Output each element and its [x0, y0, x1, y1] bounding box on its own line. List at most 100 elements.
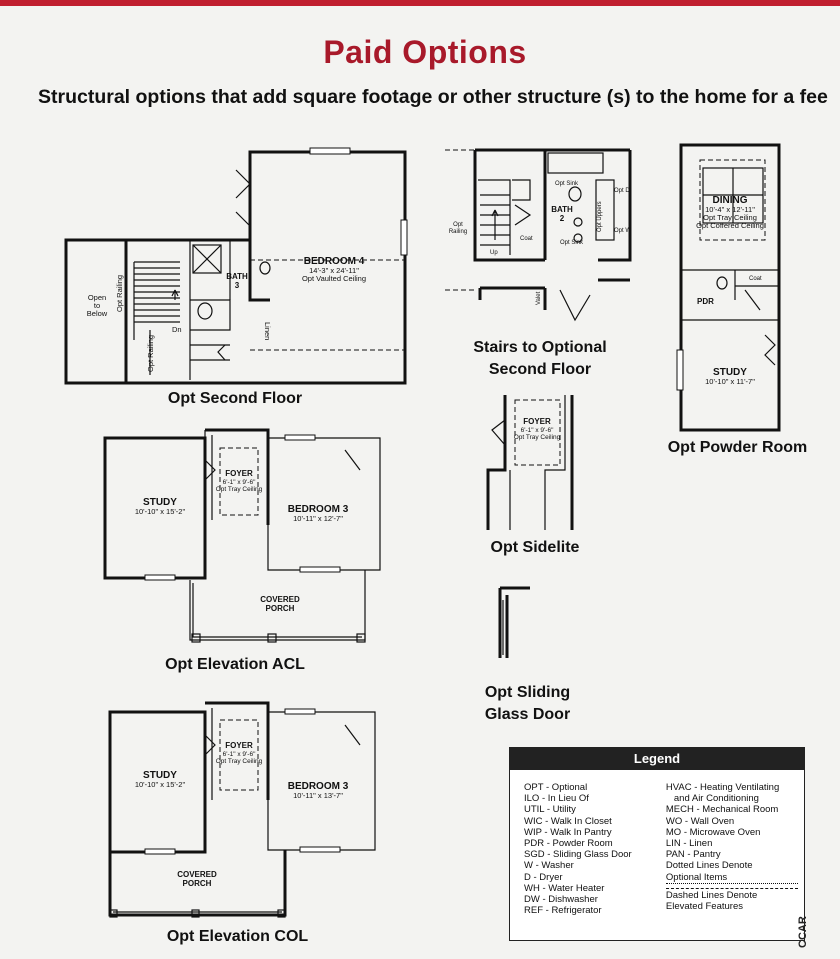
- col-study-dimensions: 10'-10" x 15'-2": [135, 780, 186, 789]
- legend-item: UTIL - Utility: [524, 804, 576, 816]
- legend-item: PDR - Powder Room: [524, 838, 613, 850]
- page-subtitle: Structural options that add square foota…: [38, 86, 828, 108]
- plan-opt-elevation-col: STUDY 10'-10" x 15'-2" FOYER 6'-1" x 9'-…: [108, 701, 376, 918]
- room-bedroom-4-note: Opt Vaulted Ceiling: [302, 274, 366, 283]
- acl-study-label: STUDY: [143, 497, 177, 508]
- legend-box: Legend OPT - Optional ILO - In Lieu Of U…: [509, 747, 805, 941]
- stairs-opt-railing-line-2: Railing: [449, 229, 467, 235]
- room-dining-dimensions: 10'-4" x 12'-11": [705, 205, 755, 214]
- col-porch-line-1: COVERED: [177, 870, 217, 879]
- linen-label: Linen: [263, 322, 272, 340]
- legend-item: WO - Wall Oven: [665, 815, 735, 827]
- col-porch-line-2: PORCH: [183, 879, 212, 888]
- legend-item: and Air Conditioning: [673, 793, 759, 805]
- stairs-valet-label: Valet: [536, 291, 542, 305]
- opt-railing-label-1: Opt Railing: [115, 275, 124, 312]
- room-bedroom-4-dimensions: 14'-3" x 24'-11": [309, 266, 359, 275]
- acl-foyer-note: Opt Tray Ceiling: [216, 486, 263, 493]
- ccar-watermark: CCAR: [797, 916, 809, 948]
- col-foyer-label: FOYER: [225, 741, 253, 750]
- legend-item: DW - Dishwasher: [524, 894, 598, 906]
- open-to-below-line-3: Below: [87, 309, 108, 318]
- caption-opt-powder-room: Opt Powder Room: [667, 439, 808, 456]
- legend-abbrev-right: HVAC - Heating Ventilating and Air Condi…: [665, 782, 798, 916]
- sidelite-foyer-note: Opt Tray Ceiling: [514, 434, 561, 441]
- col-study-label: STUDY: [143, 770, 177, 781]
- plan-opt-second-floor: BEDROOM 4 14'-3" x 24'-11" Opt Vaulted C…: [64, 147, 408, 385]
- legend-title: Legend: [510, 748, 804, 770]
- room-bath-2-label: BATH: [551, 205, 573, 214]
- plan-opt-elevation-acl: STUDY 10'-10" x 15'-2" FOYER 6'-1" x 9'-…: [103, 428, 381, 643]
- caption-opt-sidelite: Opt Sidelite: [490, 539, 580, 556]
- legend-item: MO - Microwave Oven: [665, 826, 761, 838]
- col-bedroom-3-dimensions: 10'-11" x 13'-7": [293, 791, 343, 800]
- plan-opt-sidelite: FOYER 6'-1" x 9'-6" Opt Tray Ceiling: [486, 395, 574, 530]
- acl-foyer-label: FOYER: [225, 469, 253, 478]
- legend-item: SGD - Sliding Glass Door: [524, 849, 632, 861]
- open-to-below-line-2: to: [94, 301, 100, 310]
- stairs-opt-dryer: Opt D: [614, 188, 630, 194]
- legend-item: ILO - In Lieu Of: [524, 793, 589, 805]
- stairs-opt-uppers: Opt Uppers: [597, 201, 603, 232]
- legend-item: HVAC - Heating Ventilating: [665, 782, 780, 793]
- legend-item: PAN - Pantry: [665, 849, 721, 861]
- stairs-opt-sink-2: Opt Sink: [560, 240, 584, 246]
- sidelite-foyer-label: FOYER: [523, 417, 551, 426]
- legend-item: D - Dryer: [524, 871, 563, 883]
- stairs-up-label: Up: [490, 250, 498, 256]
- room-bath-3-label: BATH: [226, 272, 248, 281]
- legend-dotted-line-1: Dotted Lines Denote: [665, 860, 753, 872]
- top-accent-bar: [0, 0, 840, 6]
- room-dining-note-2: Opt Coffered Ceiling: [696, 221, 764, 230]
- acl-foyer-dimensions: 6'-1" x 9'-6": [223, 479, 256, 486]
- col-foyer-note: Opt Tray Ceiling: [216, 758, 263, 765]
- plan-opt-powder-room: DINING 10'-4" x 12'-11" Opt Tray Ceiling…: [676, 143, 781, 432]
- opt-railing-label-2: Opt Railing: [146, 335, 155, 372]
- caption-stairs-line-1: Stairs to Optional: [473, 339, 607, 356]
- room-bath-3-number: 3: [235, 281, 240, 290]
- stairs-down-label: Dn: [172, 325, 182, 334]
- stairs-coat-label: Coat: [520, 236, 533, 242]
- caption-opt-second-floor: Opt Second Floor: [167, 390, 303, 407]
- sidelite-foyer-dimensions: 6'-1" x 9'-6": [521, 427, 554, 434]
- legend-item: MECH - Mechanical Room: [665, 804, 779, 816]
- powder-coat-label: Coat: [749, 276, 762, 282]
- legend-dotted-line-2: Optional Items: [665, 872, 798, 884]
- col-foyer-dimensions: 6'-1" x 9'-6": [223, 751, 256, 758]
- stairs-opt-railing-line-1: Opt: [453, 222, 463, 228]
- col-bedroom-3-label: BEDROOM 3: [288, 781, 349, 792]
- caption-opt-elevation-col: Opt Elevation COL: [166, 928, 309, 945]
- legend-item: WIC - Walk In Closet: [524, 815, 612, 827]
- acl-porch-line-2: PORCH: [266, 604, 295, 613]
- acl-bedroom-3-label: BEDROOM 3: [288, 504, 349, 515]
- room-bath-2-number: 2: [560, 214, 565, 223]
- room-dining-label: DINING: [713, 195, 748, 206]
- room-study-dimensions: 10'-10" x 11'-7": [705, 377, 755, 386]
- stairs-opt-washer: Opt W: [614, 228, 631, 234]
- caption-stairs-line-2: Second Floor: [488, 361, 592, 378]
- caption-sliding-line-1: Opt Sliding: [484, 684, 571, 701]
- plan-opt-sliding-door: [498, 586, 530, 658]
- legend-item: REF - Refrigerator: [524, 905, 602, 917]
- room-bedroom-4-label: BEDROOM 4: [304, 256, 365, 267]
- plan-stairs-second-floor: BATH 2 Opt Railing Up Coat Opt Sink Opt …: [445, 148, 632, 322]
- caption-opt-elevation-acl: Opt Elevation ACL: [165, 656, 305, 673]
- legend-item: WH - Water Heater: [524, 882, 605, 894]
- room-dining-note-1: Opt Tray Ceiling: [703, 213, 757, 222]
- room-study-label: STUDY: [713, 367, 747, 378]
- acl-bedroom-3-dimensions: 10'-11" x 12'-7": [293, 514, 343, 523]
- caption-sliding-line-2: Glass Door: [484, 706, 571, 723]
- legend-item: OPT - Optional: [524, 782, 588, 793]
- legend-item: W - Washer: [524, 860, 574, 872]
- stairs-opt-sink-1: Opt Sink: [555, 181, 579, 187]
- legend-dashed-line-2: Elevated Features: [665, 901, 743, 913]
- legend-dashed-line-1: Dashed Lines Denote: [665, 887, 798, 901]
- acl-porch-line-1: COVERED: [260, 595, 300, 604]
- acl-study-dimensions: 10'-10" x 15'-2": [135, 507, 186, 516]
- open-to-below-line-1: Open: [88, 293, 106, 302]
- legend-abbrev-left: OPT - Optional ILO - In Lieu Of UTIL - U…: [524, 782, 666, 916]
- page-title: Paid Options: [323, 34, 527, 70]
- legend-item: WIP - Walk In Pantry: [524, 826, 612, 838]
- room-pdr-label: PDR: [697, 297, 714, 306]
